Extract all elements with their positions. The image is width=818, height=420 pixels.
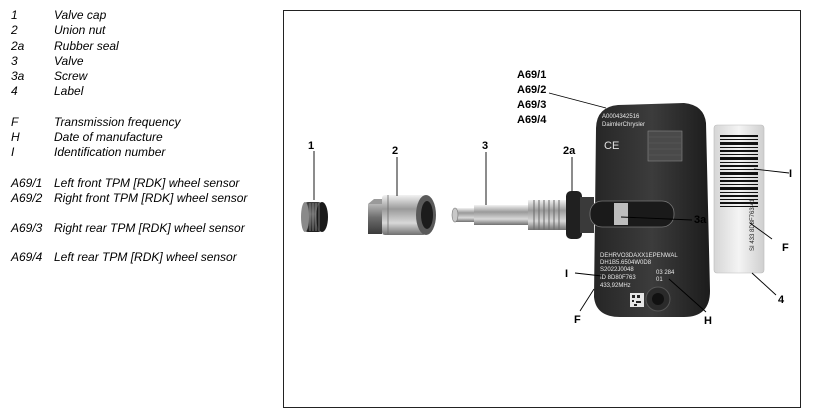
legend-key: F — [11, 115, 19, 129]
callout-1: 1 — [308, 140, 314, 152]
legend-description: Left front TPM [RDK] wheel sensor — [54, 176, 240, 190]
legend-key: I — [11, 145, 15, 159]
legend-key: 1 — [11, 8, 18, 22]
legend-key: H — [11, 130, 20, 144]
exploded-view-figure: A0004342516 DaimlerChrysler CE DEHRVO3DA… — [283, 10, 801, 408]
valve-cap — [301, 202, 328, 232]
ce-mark: CE — [604, 140, 619, 152]
legend-description: Rubber seal — [54, 39, 119, 53]
callout-h: H — [704, 315, 712, 327]
callout-2a: 2a — [563, 145, 576, 157]
callout-a69-3: A69/3 — [517, 99, 546, 111]
valve-stem — [451, 200, 568, 230]
callout-f-label: F — [782, 242, 789, 254]
legend-description: Screw — [54, 69, 88, 83]
legend-description: Right front TPM [RDK] wheel sensor — [54, 191, 248, 205]
sensor-date-2: 01 — [656, 277, 663, 283]
callout-3: 3 — [482, 140, 488, 152]
rubber-seal — [566, 191, 594, 239]
callout-a69-4: A69/4 — [517, 114, 547, 126]
legend-key: A69/3 — [11, 221, 43, 235]
legend-description: Right rear TPM [RDK] wheel sensor — [54, 221, 245, 235]
tpm-sensor-body: A0004342516 DaimlerChrysler CE DEHRVO3DA… — [589, 103, 710, 317]
legend-description: Identification number — [54, 145, 166, 159]
sensor-illustration: A0004342516 DaimlerChrysler CE DEHRVO3DA… — [301, 69, 792, 327]
legend-description: Left rear TPM [RDK] wheel sensor — [54, 250, 237, 264]
leader-lines — [313, 92, 790, 313]
legend-key: A69/1 — [11, 176, 43, 190]
legend-key: 3 — [11, 54, 18, 68]
legend-key: 2 — [11, 23, 18, 37]
callout-i-label: I — [789, 168, 792, 180]
union-nut — [368, 195, 436, 235]
legend-key: 2a — [11, 39, 25, 53]
callout-3a: 3a — [694, 214, 707, 226]
callout-a69-1: A69/1 — [517, 69, 546, 81]
callout-2: 2 — [392, 145, 398, 157]
legend-description: Union nut — [54, 23, 106, 37]
callout-i-sensor: I — [565, 268, 568, 280]
callout-a69-2: A69/2 — [517, 84, 546, 96]
sensor-date-1: 03 284 — [656, 270, 675, 276]
sensor-line-2: DH1B5.6504W0D8 — [600, 260, 652, 266]
legend-key: A69/2 — [11, 191, 43, 205]
legend-description: Label — [54, 84, 84, 98]
sensor-part-number: A0004342516 — [602, 114, 640, 120]
barcode-label: SI 433 8D8F763 41 — [713, 124, 765, 274]
legend-description: Valve cap — [54, 8, 107, 22]
sensor-line-1: DEHRVO3DAXX1EPENWAL — [600, 253, 678, 259]
sensor-frequency: 433,92MHz — [600, 283, 631, 289]
callout-4: 4 — [778, 294, 785, 306]
sensor-line-3: S2022J0048 — [600, 267, 634, 273]
legend-description: Date of manufacture — [54, 130, 163, 144]
legend-description: Valve — [54, 54, 84, 68]
callout-f-sensor: F — [574, 314, 581, 326]
sensor-brand: DaimlerChrysler — [602, 122, 645, 128]
legend-key: 3a — [11, 69, 25, 83]
legend-key: A69/4 — [11, 250, 43, 264]
sensor-id-number: ID 8D80F763 — [600, 275, 636, 281]
legend-key: 4 — [11, 84, 18, 98]
legend-description: Transmission frequency — [54, 115, 181, 129]
legend-panel: 1 Valve cap 2 Union nut 2a Rubber seal 3 Valve 3… — [0, 0, 280, 420]
